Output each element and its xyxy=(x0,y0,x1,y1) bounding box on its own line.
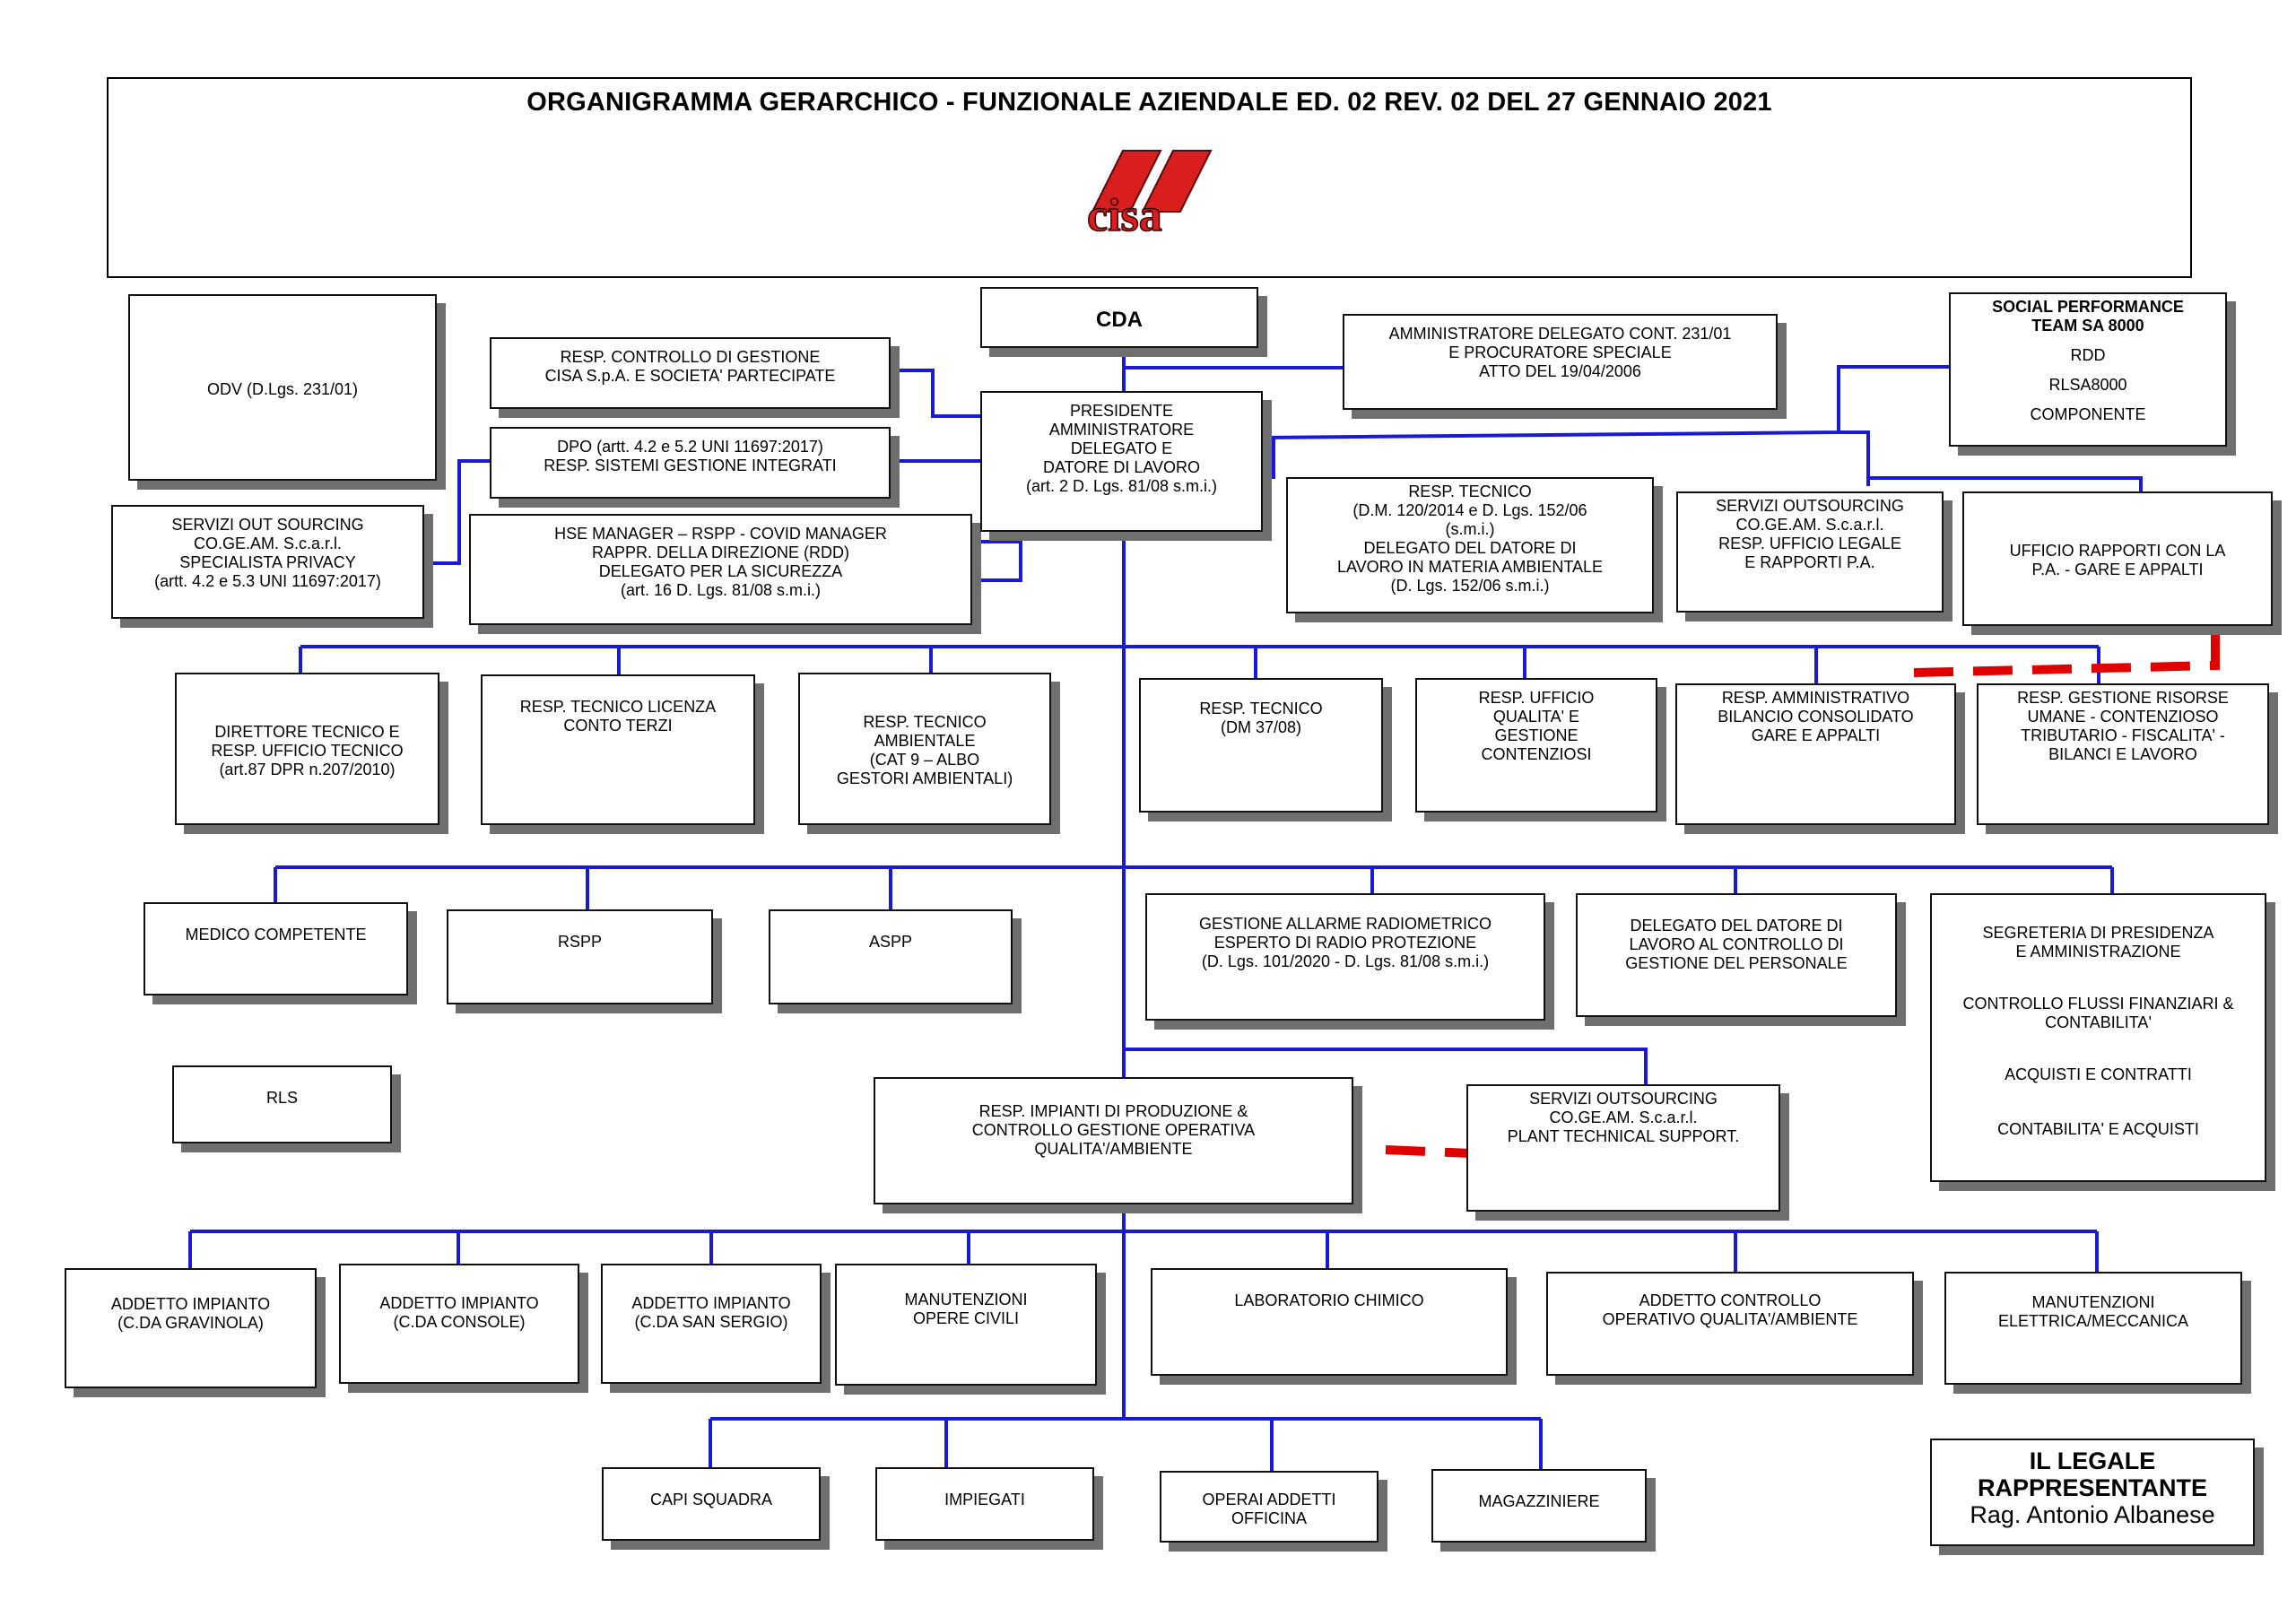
title-frame: ORGANIGRAMMA GERARCHICO - FUNZIONALE AZI… xyxy=(107,77,2192,278)
operai-officina-box: OPERAI ADDETTI OFFICINA xyxy=(1160,1471,1378,1543)
rls-box: RLS xyxy=(172,1065,392,1143)
laboratorio-chimico-box: LABORATORIO CHIMICO xyxy=(1151,1268,1508,1376)
resp-ufficio-qualita-box: RESP. UFFICIO QUALITA' E GESTIONE CONTEN… xyxy=(1415,678,1657,813)
resp-impianti-box: RESP. IMPIANTI DI PRODUZIONE & CONTROLLO… xyxy=(874,1077,1353,1204)
magazziniere-box: MAGAZZINIERE xyxy=(1431,1469,1647,1543)
medico-competente-box: MEDICO COMPETENTE xyxy=(144,902,408,995)
odv-label: ODV (D.Lgs. 231/01) xyxy=(206,379,359,398)
resp-gestione-risorse-box: RESP. GESTIONE RISORSE UMANE - CONTENZIO… xyxy=(1977,683,2269,825)
segreteria-box: SEGRETERIA DI PRESIDENZA E AMMINISTRAZIO… xyxy=(1930,893,2266,1182)
addetto-controllo-box: ADDETTO CONTROLLO OPERATIVO QUALITA'/AMB… xyxy=(1546,1272,1914,1376)
resp-controllo-gestione-box: RESP. CONTROLLO DI GESTIONE CISA S.p.A. … xyxy=(490,337,891,409)
servizi-ufficio-legale-box: SERVIZI OUTSOURCING CO.GE.AM. S.c.a.r.l.… xyxy=(1676,491,1944,613)
hse-manager-box: HSE MANAGER – RSPP - COVID MANAGER RAPPR… xyxy=(469,514,972,625)
resp-amministrativo-box: RESP. AMMINISTRATIVO BILANCIO CONSOLIDAT… xyxy=(1675,683,1956,825)
odv-box: ODV (D.Lgs. 231/01) xyxy=(128,294,437,481)
servizi-privacy-box: SERVIZI OUT SOURCING CO.GE.AM. S.c.a.r.l… xyxy=(111,505,424,619)
social-performance-box: SOCIAL PERFORMANCE TEAM SA 8000 RDD RLSA… xyxy=(1949,292,2227,447)
cda-label: CDA xyxy=(1096,307,1143,332)
presidente-box: PRESIDENTE AMMINISTRATORE DELEGATO E DAT… xyxy=(980,391,1263,532)
capi-squadra-box: CAPI SQUADRA xyxy=(602,1467,821,1541)
cda-box: CDA xyxy=(980,287,1258,348)
manutenzioni-elettriche-box: MANUTENZIONI ELETTRICA/MECCANICA xyxy=(1944,1272,2242,1385)
addetto-console-box: ADDETTO IMPIANTO (C.DA CONSOLE) xyxy=(339,1264,579,1384)
impiegati-box: IMPIEGATI xyxy=(875,1467,1094,1541)
direttore-tecnico-box: DIRETTORE TECNICO E RESP. UFFICIO TECNIC… xyxy=(175,673,439,825)
rspp-box: RSPP xyxy=(447,909,713,1004)
resp-tecnico-ambiente-box: RESP. TECNICO (D.M. 120/2014 e D. Lgs. 1… xyxy=(1286,477,1654,613)
cisa-logo: cisa xyxy=(1086,150,1213,235)
gestione-allarme-box: GESTIONE ALLARME RADIOMETRICO ESPERTO DI… xyxy=(1145,893,1545,1021)
logo-text: cisa xyxy=(1087,190,1162,235)
aspp-box: ASPP xyxy=(769,909,1013,1004)
resp-tecnico-licenza-box: RESP. TECNICO LICENZA CONTO TERZI xyxy=(481,674,755,825)
page-title: ORGANIGRAMMA GERARCHICO - FUNZIONALE AZI… xyxy=(526,88,1772,117)
servizi-plant-box: SERVIZI OUTSOURCING CO.GE.AM. S.c.a.r.l.… xyxy=(1466,1084,1780,1212)
resp-tecnico-dm37-box: RESP. TECNICO (DM 37/08) xyxy=(1139,678,1383,813)
amministratore-delegato-box: AMMINISTRATORE DELEGATO CONT. 231/01 E P… xyxy=(1343,314,1778,410)
delegato-personale-box: DELEGATO DEL DATORE DI LAVORO AL CONTROL… xyxy=(1576,893,1897,1017)
addetto-san-sergio-box: ADDETTO IMPIANTO (C.DA SAN SERGIO) xyxy=(601,1264,822,1384)
addetto-gravinola-box: ADDETTO IMPIANTO (C.DA GRAVINOLA) xyxy=(65,1268,317,1388)
manutenzioni-civili-box: MANUTENZIONI OPERE CIVILI xyxy=(835,1264,1097,1386)
legale-rappresentante-box: IL LEGALE RAPPRESENTANTE Rag. Antonio Al… xyxy=(1930,1439,2255,1546)
resp-tecnico-ambientale-box: RESP. TECNICO AMBIENTALE (CAT 9 – ALBO G… xyxy=(798,673,1051,825)
dpo-box: DPO (artt. 4.2 e 5.2 UNI 11697:2017) RES… xyxy=(490,427,891,499)
ufficio-rapporti-pa-box: UFFICIO RAPPORTI CON LA P.A. - GARE E AP… xyxy=(1962,491,2273,626)
